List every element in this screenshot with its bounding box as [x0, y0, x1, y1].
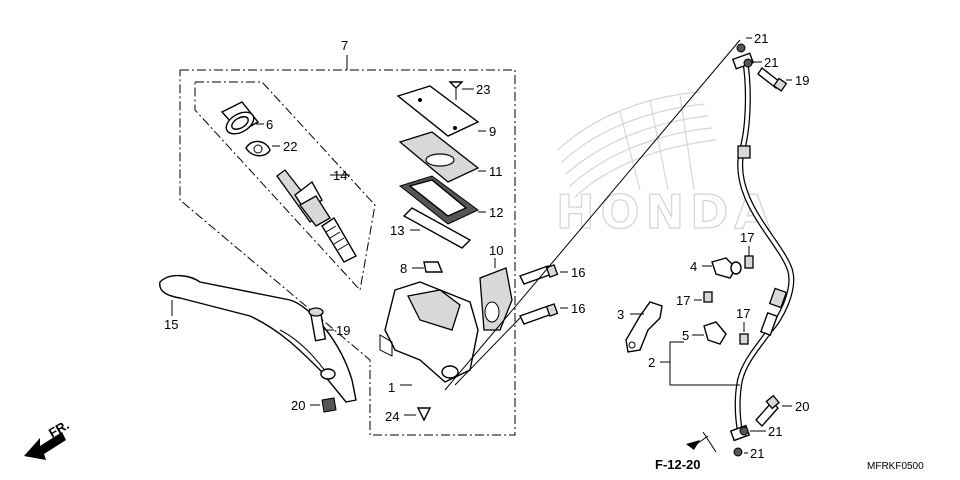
callout-1: 1 — [388, 380, 395, 395]
hose-clamp-lower — [703, 321, 727, 345]
callout-14: 14 — [333, 168, 347, 183]
hose-bracket — [625, 301, 663, 353]
callout-17-a: 17 — [740, 230, 754, 245]
callout-21-d: 21 — [750, 446, 764, 461]
lower-oil-bolt — [755, 394, 780, 428]
reservoir-cap — [396, 85, 480, 137]
upper-hose-fitting — [731, 43, 755, 70]
page-reference: F-12-20 — [655, 457, 701, 472]
callout-11: 11 — [489, 164, 503, 179]
callout-2: 2 — [648, 355, 655, 370]
brake-lever — [159, 274, 357, 403]
front-indicator: FR. — [46, 417, 72, 440]
callout-16-lower: 16 — [571, 301, 585, 316]
callout-9: 9 — [489, 124, 496, 139]
front-arrow-icon: FR. — [24, 417, 72, 460]
pivot-nut — [321, 397, 337, 413]
page-reference-arrow — [686, 431, 717, 453]
lower-hose-fitting — [729, 424, 751, 457]
hose-clamp-upper — [711, 257, 742, 279]
brake-hose — [734, 59, 795, 433]
callout-15: 15 — [164, 317, 178, 332]
holder-bolt-lower — [519, 303, 559, 325]
callout-13: 13 — [390, 223, 404, 238]
callout-22: 22 — [283, 139, 297, 154]
callout-21-a: 21 — [754, 31, 768, 46]
callout-12: 12 — [489, 205, 503, 220]
master-cylinder-body — [379, 281, 479, 383]
callout-8: 8 — [400, 261, 407, 276]
callout-24: 24 — [385, 409, 399, 424]
circlip-part — [245, 140, 271, 157]
callout-19-upper: 19 — [795, 73, 809, 88]
callout-20: 20 — [291, 398, 305, 413]
clamp-bolt-b — [703, 291, 713, 303]
group-frame-7 — [179, 69, 516, 436]
upper-oil-bolt — [757, 66, 788, 92]
callout-6: 6 — [266, 117, 273, 132]
clamp-bolt-c — [739, 333, 749, 345]
callout-10: 10 — [489, 243, 503, 258]
callout-21-c: 21 — [768, 424, 782, 439]
callout-5: 5 — [682, 328, 689, 343]
diaphragm — [398, 175, 479, 225]
holder-part — [479, 267, 513, 331]
reference-code: MFRKF0500 — [867, 461, 924, 472]
callout-19-lower: 20 — [795, 399, 809, 414]
callout-3: 3 — [617, 307, 624, 322]
cap-screw — [448, 81, 464, 100]
callout-21-b: 21 — [764, 55, 778, 70]
callout-16-upper: 16 — [571, 265, 585, 280]
clamp-bolt-a — [744, 255, 754, 269]
callout-17-b: 17 — [676, 293, 690, 308]
holder-bolt-upper — [519, 264, 559, 285]
diaphragm-plate — [398, 131, 480, 183]
switch-screw — [416, 407, 432, 422]
honda-wing-watermark: HONDA — [555, 91, 776, 240]
callout-7: 7 — [341, 38, 348, 53]
piston-assembly — [276, 169, 357, 263]
group-frame-14 — [194, 81, 376, 292]
clip-part — [423, 261, 444, 273]
callout-18: 19 — [336, 323, 350, 338]
callout-17-c: 17 — [736, 306, 750, 321]
gasket — [402, 207, 472, 249]
pivot-bolt — [308, 307, 327, 342]
boot-part — [220, 101, 260, 135]
callout-4: 4 — [690, 259, 697, 274]
callout-23: 23 — [476, 82, 490, 97]
watermark-text: HONDA — [556, 185, 776, 239]
